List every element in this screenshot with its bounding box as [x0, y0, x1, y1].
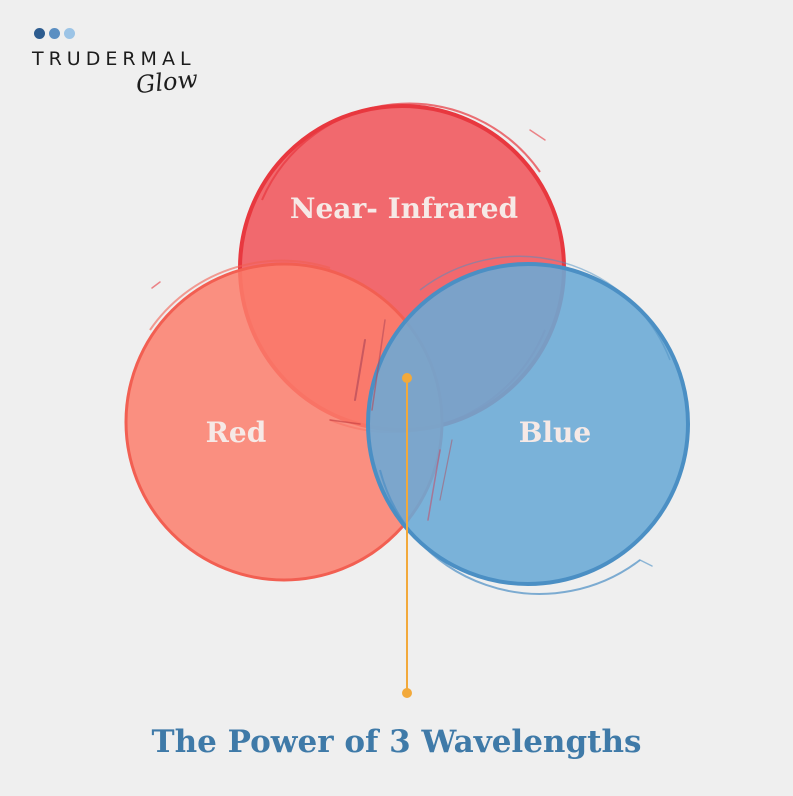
- label-red: Red: [206, 416, 267, 449]
- circle-blue: [366, 255, 690, 595]
- logo-dot-3: [64, 28, 75, 39]
- logo-wordmark: TRUDERMAL: [32, 48, 196, 70]
- logo-dot-1: [34, 28, 45, 39]
- logo-dots: [34, 28, 75, 39]
- connector-bottom-dot: [402, 688, 412, 698]
- caption-title: The Power of 3 Wavelengths: [151, 724, 642, 760]
- brush-strokes: [151, 129, 653, 567]
- logo-dot-2: [49, 28, 60, 39]
- brand-logo: TRUDERMAL Glow: [32, 26, 232, 106]
- label-blue: Blue: [519, 416, 591, 449]
- connector: [402, 373, 412, 698]
- connector-top-dot: [402, 373, 412, 383]
- label-near-infrared: Near- Infrared: [290, 192, 518, 225]
